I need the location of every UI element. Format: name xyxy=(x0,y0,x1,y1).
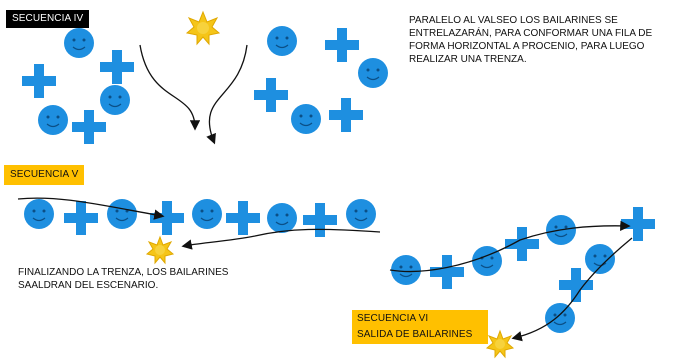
plus-icon xyxy=(621,207,655,241)
seq6-group xyxy=(389,207,655,359)
face-icon xyxy=(192,199,222,229)
seq5-description: FINALIZANDO LA TRENZA, LOS BAILARINES SA… xyxy=(18,267,229,291)
plus-icon xyxy=(72,110,106,144)
seq5-group xyxy=(17,197,381,265)
face-icon xyxy=(267,26,297,56)
plus-icon xyxy=(303,203,337,237)
face-icon xyxy=(585,244,615,274)
arrow-path xyxy=(206,44,248,145)
plus-icon xyxy=(226,201,260,235)
plus-icon xyxy=(430,255,464,289)
face-icon xyxy=(24,199,54,229)
plus-icon xyxy=(22,64,56,98)
seq4-group xyxy=(22,10,388,145)
face-icon xyxy=(38,105,68,135)
arrow-path xyxy=(389,220,631,273)
seq6-label-line1: SECUENCIA VI xyxy=(357,313,429,324)
seq6-label-line2: SALIDA DE BAILARINES xyxy=(357,329,473,340)
plus-icon xyxy=(559,268,593,302)
face-icon xyxy=(64,28,94,58)
plus-icon xyxy=(100,50,134,84)
plus-icon xyxy=(329,98,363,132)
seq4-description: PARALELO AL VALSEO LOS BAILARINES SE ENT… xyxy=(409,15,653,65)
plus-icon xyxy=(325,28,359,62)
face-icon xyxy=(100,85,130,115)
arrow-path xyxy=(511,237,633,342)
face-icon xyxy=(391,255,421,285)
sun-icon xyxy=(185,10,221,46)
face-icon xyxy=(107,199,137,229)
arrow-path xyxy=(139,44,201,131)
face-icon xyxy=(358,58,388,88)
sun-icon xyxy=(145,235,175,265)
plus-icon xyxy=(64,201,98,235)
seq6-label: SECUENCIA VI SALIDA DE BAILARINES xyxy=(352,310,488,344)
face-icon xyxy=(545,303,575,333)
face-icon xyxy=(267,203,297,233)
seq5-label: SECUENCIA V xyxy=(4,165,85,185)
arrow-path xyxy=(181,228,381,250)
sun-icon xyxy=(485,329,515,359)
plus-icon xyxy=(254,78,288,112)
arrow-path xyxy=(17,197,165,220)
face-icon xyxy=(346,199,376,229)
seq4-label: SECUENCIA IV xyxy=(6,10,90,28)
face-icon xyxy=(472,246,502,276)
plus-icon xyxy=(150,201,184,235)
face-icon xyxy=(291,104,321,134)
plus-icon xyxy=(505,227,539,261)
